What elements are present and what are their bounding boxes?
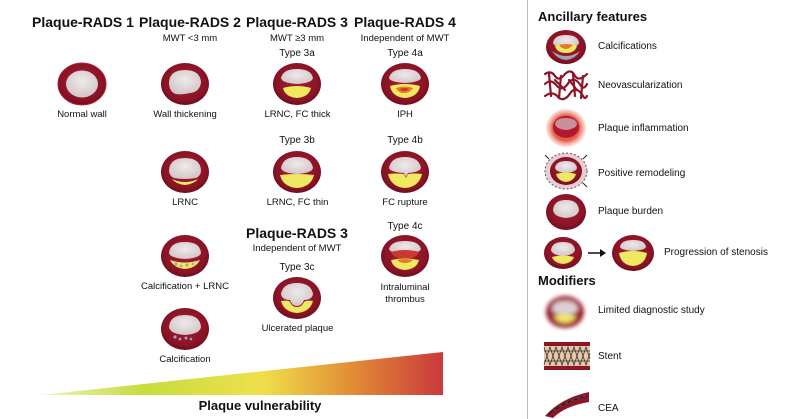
lrnc-vessel (161, 151, 209, 193)
positive-remodeling-label: Positive remodeling (598, 168, 686, 179)
plaque-burden-label: Plaque burden (598, 206, 664, 217)
rads4-subtitle: Independent of MWT (360, 33, 450, 44)
progression-before-icon (544, 237, 582, 269)
cea-icon (545, 392, 589, 418)
rads3-subtitle: MWT ≥3 mm (269, 33, 325, 44)
wall-thickening-label: Wall thickening (153, 109, 217, 120)
type4b-caption: FC rupture (382, 197, 428, 208)
neovascularization-icon (543, 70, 589, 101)
normal-wall-label: Normal wall (57, 109, 107, 120)
vulnerability-wedge (40, 352, 443, 395)
cea-label: CEA (598, 403, 619, 414)
plaque-inflammation-icon (546, 109, 586, 147)
progression-after-icon (612, 235, 654, 271)
limited-diagnostic-study-label: Limited diagnostic study (598, 305, 705, 316)
type3c-vessel (273, 277, 321, 319)
stent-label: Stent (598, 351, 622, 362)
type4c-caption-line1: Intraluminal (380, 282, 430, 293)
arrow-right-icon (588, 249, 606, 257)
type4b-vessel (381, 151, 429, 193)
calcification-lrnc-vessel (161, 235, 209, 277)
modifiers-title: Modifiers (538, 273, 596, 288)
type3b-vessel (273, 151, 321, 193)
type4c-vessel (381, 235, 429, 277)
rads3-lower-subtitle: Independent of MWT (252, 243, 342, 254)
panel-divider (527, 0, 528, 419)
type3c-caption: Ulcerated plaque (261, 323, 334, 334)
plaque-inflammation-label: Plaque inflammation (598, 123, 689, 134)
ancillary-title: Ancillary features (538, 9, 648, 24)
type3a-caption: LRNC, FC thick (264, 109, 331, 120)
type4a-label: Type 4a (387, 48, 423, 59)
type4a-caption: IPH (397, 109, 413, 120)
type3b-label: Type 3b (279, 135, 315, 146)
rads3-title: Plaque-RADS 3 (246, 14, 348, 30)
blurred-vessel-icon (546, 296, 584, 328)
rads3-lower-title: Plaque-RADS 3 (246, 225, 348, 241)
progression-of-stenosis-label: Progression of stenosis (664, 247, 768, 258)
stent-icon (543, 342, 591, 370)
calcification-lrnc-label: Calcification + LRNC (141, 281, 229, 292)
type4b-label: Type 4b (387, 135, 423, 146)
type3a-vessel (273, 63, 321, 105)
type3c-label: Type 3c (279, 262, 315, 273)
rads2-subtitle: MWT <3 mm (162, 33, 218, 44)
calcification-label: Calcification (159, 354, 211, 365)
wall-thickening-vessel (161, 63, 209, 105)
lrnc-label: LRNC (172, 197, 198, 208)
calcification-vessel (161, 308, 209, 350)
rads1-title: Plaque-RADS 1 (32, 14, 134, 30)
rads2-title: Plaque-RADS 2 (139, 14, 241, 30)
plaque-burden-icon (546, 194, 586, 230)
type4c-caption-line2: thrombus (385, 294, 425, 305)
rads4-title: Plaque-RADS 4 (354, 14, 456, 30)
type3b-caption: LRNC, FC thin (266, 197, 329, 208)
positive-remodeling-icon (544, 152, 588, 190)
calcifications-label: Calcifications (598, 41, 657, 52)
type3a-label: Type 3a (279, 48, 315, 59)
type4c-label: Type 4c (387, 221, 423, 232)
neovascularization-label: Neovascularization (598, 80, 683, 91)
vulnerability-label: Plaque vulnerability (198, 398, 322, 413)
calcifications-icon (546, 30, 586, 64)
type4a-vessel (381, 63, 429, 105)
normal-wall-vessel (57, 62, 107, 106)
